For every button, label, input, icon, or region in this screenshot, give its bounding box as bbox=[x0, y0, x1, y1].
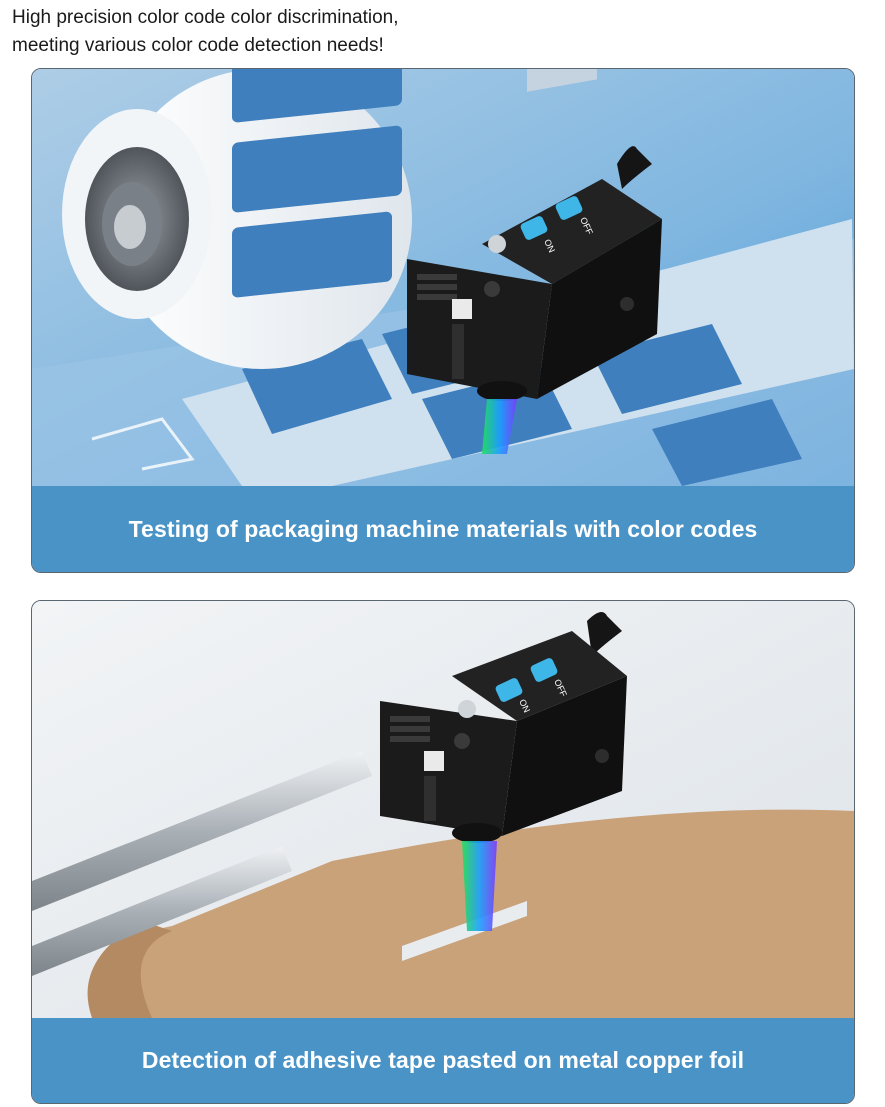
application-card-packaging: ON OFF Testing of packaging machine mate… bbox=[31, 68, 855, 573]
rgb-beam-icon bbox=[482, 399, 517, 454]
application-card-copper-foil: ON OFF Detection of adhesive tape pasted… bbox=[31, 600, 855, 1104]
caption-text-packaging: Testing of packaging machine materials w… bbox=[128, 515, 758, 542]
caption-bar-packaging: Testing of packaging machine materials w… bbox=[32, 486, 854, 572]
color-sensor-icon bbox=[407, 146, 662, 401]
caption-text-copper-foil: Detection of adhesive tape pasted on met… bbox=[141, 1047, 745, 1073]
copper-foil-scene-illustration: ON OFF bbox=[32, 601, 854, 1018]
headline-line-2: meeting various color code detection nee… bbox=[12, 35, 384, 56]
headline-line-1: High precision color code color discrimi… bbox=[12, 7, 399, 28]
packaging-scene-illustration: ON OFF bbox=[32, 69, 854, 486]
color-sensor-icon bbox=[380, 612, 627, 843]
label-roll-icon bbox=[62, 69, 412, 369]
caption-bar-copper-foil: Detection of adhesive tape pasted on met… bbox=[32, 1018, 854, 1103]
rgb-beam-icon bbox=[462, 841, 497, 931]
page-headline: High precision color code color discrimi… bbox=[12, 4, 872, 60]
metal-roller-icon bbox=[32, 751, 372, 976]
